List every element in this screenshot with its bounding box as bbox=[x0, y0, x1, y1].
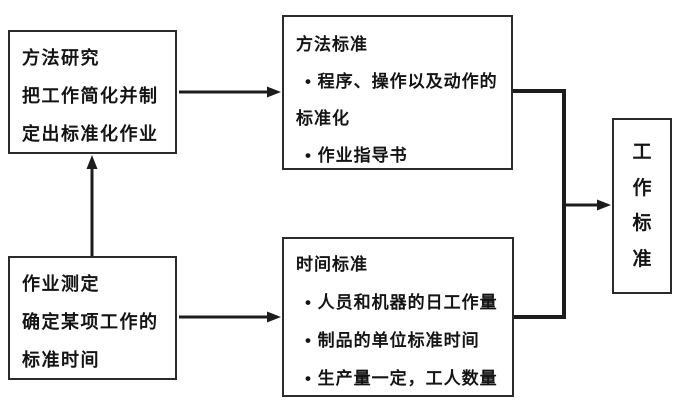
box-work-standard-char: 工 bbox=[632, 141, 652, 163]
box-work-standard-char: 作 bbox=[632, 177, 652, 199]
box-time-standard-item: • 制品的单位标准时间 bbox=[305, 331, 480, 350]
box-method-standard-title: 方法标准 bbox=[296, 35, 368, 54]
arrow-method-study-to-method-standard bbox=[179, 86, 281, 98]
arrow-merge-to-work-standard bbox=[564, 199, 611, 211]
box-work-measurement-line: 标准时间 bbox=[22, 350, 100, 370]
merge-connector bbox=[513, 89, 566, 319]
box-time-standard-title: 时间标准 bbox=[296, 255, 368, 274]
box-work-standard: 工 作 标 准 bbox=[612, 118, 672, 294]
box-method-study-line: 把工作简化并制 bbox=[22, 86, 159, 106]
box-time-standard-item: • 人员和机器的日工作量 bbox=[305, 293, 498, 312]
box-method-study-line: 定出标准化作业 bbox=[22, 124, 159, 144]
box-method-study: 方法研究 把工作简化并制 定出标准化作业 bbox=[8, 30, 177, 154]
box-work-standard-char: 准 bbox=[632, 249, 652, 271]
box-work-measurement-title: 作业测定 bbox=[22, 274, 100, 294]
box-method-standard-item: • 作业指导书 bbox=[305, 146, 408, 165]
box-time-standard: 时间标准 • 人员和机器的日工作量 • 制品的单位标准时间 • 生产量一定，工人… bbox=[282, 237, 514, 397]
box-method-standard: 方法标准 • 程序、操作以及动作的 标准化 • 作业指导书 bbox=[282, 15, 513, 170]
arrow-work-measurement-to-time-standard bbox=[179, 311, 281, 323]
box-work-standard-char: 标 bbox=[632, 213, 652, 235]
arrow-work-measurement-to-method-study bbox=[86, 155, 98, 256]
box-work-measurement: 作业测定 确定某项工作的 标准时间 bbox=[8, 256, 177, 380]
box-method-study-title: 方法研究 bbox=[22, 48, 100, 68]
box-method-standard-item: • 程序、操作以及动作的 bbox=[305, 72, 498, 91]
box-method-standard-item-wrap: 标准化 bbox=[296, 109, 350, 128]
box-work-measurement-line: 确定某项工作的 bbox=[22, 312, 159, 332]
box-time-standard-item: • 生产量一定，工人数量 bbox=[305, 369, 498, 388]
